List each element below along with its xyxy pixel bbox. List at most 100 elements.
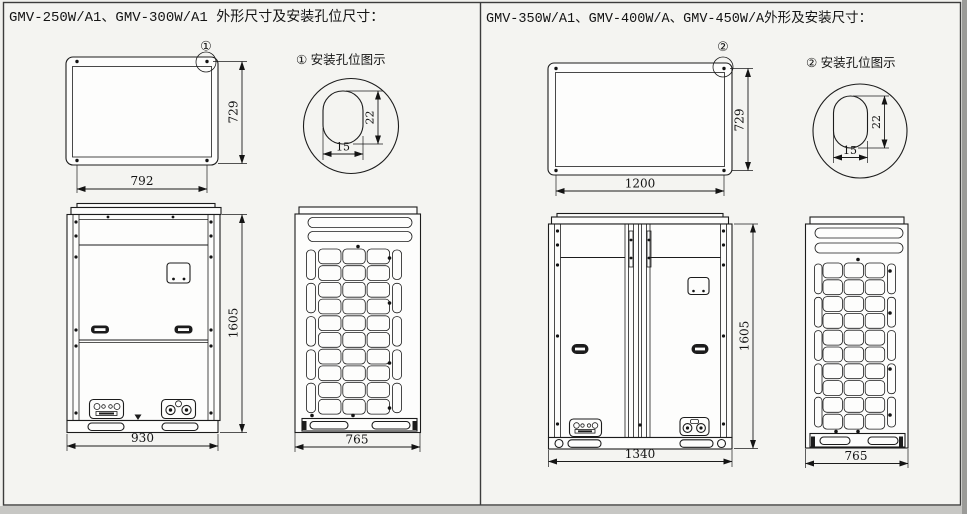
dim-front-height-right: 1605: [738, 321, 752, 352]
grille-cell: [864, 312, 886, 329]
front-view-left: 930 1605: [66, 202, 247, 451]
grille-cell: [318, 332, 342, 348]
grille-cell: [366, 332, 391, 348]
grille-cell: [822, 329, 843, 346]
grille-cell: [864, 413, 886, 430]
grille-cell: [822, 396, 843, 413]
valve-assembly-left: [568, 418, 603, 438]
vent-slot: [814, 330, 823, 361]
grille-cell: [843, 413, 864, 430]
right-panel-title: GMV-350W/A1、GMV-400W/A、GMV-450W/A外形及安装尺寸…: [486, 12, 873, 27]
handle-left: [571, 344, 589, 354]
grille-cell: [318, 265, 342, 281]
vent-slot: [392, 282, 402, 314]
grille-cell: [864, 380, 886, 396]
page-edge-shadow: [962, 0, 967, 514]
vent-slot: [814, 363, 823, 395]
grille-cell: [843, 262, 864, 279]
grille-cell: [843, 312, 864, 329]
hole-detail-label-right: ② 安装孔位图示: [806, 55, 896, 70]
front-view-right: 1340 1605: [547, 212, 758, 467]
grille-cell: [342, 348, 366, 365]
side-view-right: 765: [804, 216, 909, 468]
grille-cell: [864, 262, 886, 279]
grille-cell: [366, 281, 391, 298]
left-panel-title: GMV-250W/A1、GMV-300W/A1 外形尺寸及安装孔位尺寸：: [9, 10, 385, 26]
balloon-1-marker: ①: [200, 40, 212, 55]
grille-cell: [318, 281, 342, 298]
hole-detail-right: ② 安装孔位图示 22 15: [806, 55, 908, 179]
grille-cell: [843, 329, 864, 346]
grille-cell: [342, 265, 366, 281]
hole-detail-left: ① 安装孔位图示 22 15: [296, 52, 400, 175]
vent-slot: [887, 363, 896, 395]
mounting-slot-shape: [832, 95, 869, 149]
grille-cell: [366, 348, 391, 365]
grille-cell: [822, 346, 843, 363]
grille-cell: [822, 279, 843, 296]
grille-cell: [822, 380, 843, 396]
top-view-left: 792 729 ①: [65, 40, 247, 193]
vent-slot: [814, 296, 823, 328]
grille-cell: [822, 363, 843, 380]
dim-slot-width-left: 15: [336, 141, 350, 154]
grille-cell: [864, 329, 886, 346]
grille-cell: [366, 315, 391, 331]
dim-top-depth-left: 729: [227, 101, 241, 124]
dim-top-width-left: 792: [131, 174, 154, 188]
grille-cell: [366, 365, 391, 382]
grille-cell: [843, 396, 864, 413]
dim-front-width-right: 1340: [625, 447, 656, 461]
grille-cell: [822, 413, 843, 430]
vent-slot: [392, 349, 402, 380]
vent-slot: [306, 316, 316, 347]
valve-assembly-left: [88, 398, 125, 420]
center-mullion: [624, 224, 652, 449]
vent-slot: [887, 263, 896, 295]
vent-slot: [814, 396, 823, 428]
detail-bubble-circle: [812, 83, 908, 179]
grille-cell: [342, 281, 366, 298]
vent-slot: [392, 316, 402, 347]
grille-cell: [864, 279, 886, 296]
grille-cell: [318, 298, 342, 315]
dim-slot-height-left: 22: [364, 111, 377, 125]
side-view-left: 765: [294, 206, 422, 452]
grille-cell: [342, 382, 366, 398]
grille-cell: [318, 382, 342, 398]
grille-cell: [366, 298, 391, 315]
grille-cell: [342, 365, 366, 382]
grille-cell: [864, 346, 886, 363]
hole-detail-label-left: ① 安装孔位图示: [296, 52, 386, 67]
valve-assembly-right: [679, 416, 710, 437]
grille-cell: [843, 296, 864, 312]
grille-cell: [843, 346, 864, 363]
vent-slot: [392, 382, 402, 414]
nameplate: [166, 262, 191, 284]
grille-cell: [318, 365, 342, 382]
grille-cell: [843, 380, 864, 396]
valve-assembly-right: [160, 398, 197, 420]
grille-cell: [318, 248, 342, 265]
grille-cell: [342, 298, 366, 315]
grille-cell: [342, 248, 366, 265]
grille-cell: [366, 382, 391, 398]
grille-cell: [864, 363, 886, 380]
dim-front-width-left: 930: [131, 431, 154, 445]
grille-cell: [864, 396, 886, 413]
grille-cell: [843, 279, 864, 296]
balloon-2-circle: [712, 56, 734, 78]
vent-slot: [887, 396, 896, 428]
handle-left: [91, 325, 109, 334]
nameplate: [687, 276, 710, 296]
vent-slot: [392, 249, 402, 280]
handle-right: [174, 325, 193, 334]
grille-cell: [318, 348, 342, 365]
vent-slot: [306, 382, 316, 414]
next-row-edge: [0, 506, 967, 514]
detail-bubble-circle: [302, 77, 400, 175]
mounting-slot-shape: [322, 90, 364, 145]
vent-slot: [887, 296, 896, 328]
sheet-border: [2, 1, 962, 506]
